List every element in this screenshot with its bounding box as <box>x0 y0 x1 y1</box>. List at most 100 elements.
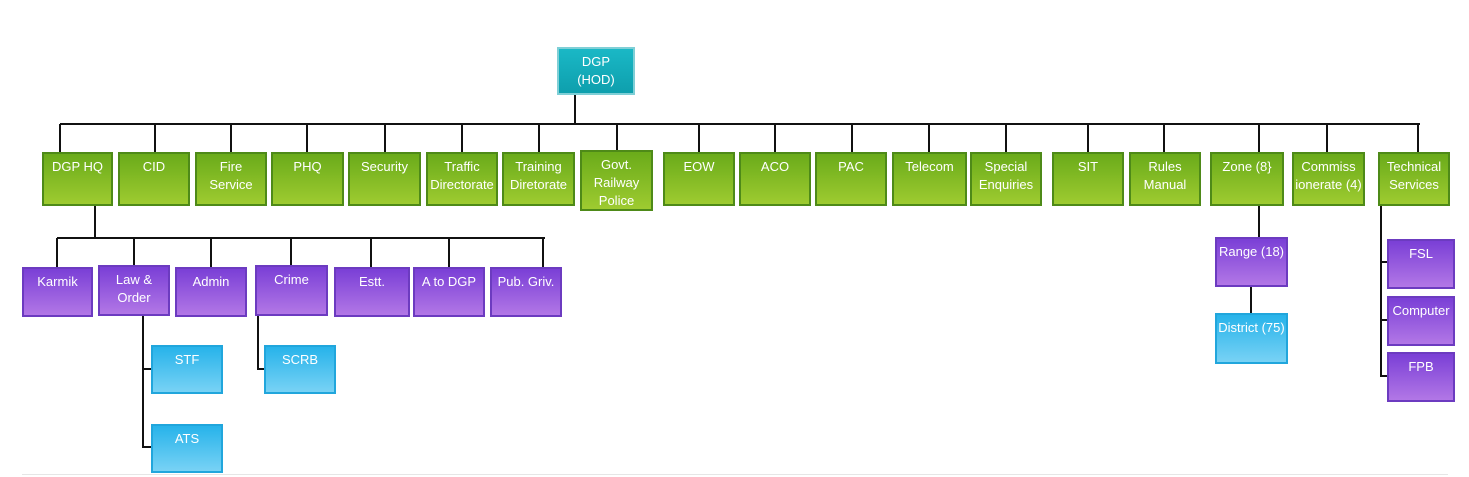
connector-line <box>1380 206 1382 377</box>
node-estt[interactable]: Estt. <box>334 267 410 317</box>
node-a-to-dgp[interactable]: A to DGP <box>413 267 485 317</box>
connector-line <box>230 124 232 153</box>
node-label: (HOD) <box>577 72 615 87</box>
connector-line <box>1381 319 1389 321</box>
node-label: PAC <box>838 159 864 174</box>
connector-line <box>60 123 1420 125</box>
connector-line <box>370 238 372 268</box>
node-label: Crime <box>274 272 309 287</box>
node-label: A to DGP <box>421 274 477 289</box>
node-label: SCRB <box>281 352 319 367</box>
node-law-order[interactable]: Law & Order <box>98 265 170 316</box>
node-commiss-ionerate-4[interactable]: Commiss ionerate (4) <box>1292 152 1365 206</box>
node-label: Govt. <box>600 157 633 172</box>
node-scrb[interactable]: SCRB <box>264 345 336 394</box>
node-label: Security <box>361 159 408 174</box>
node-label: ATS <box>174 431 200 446</box>
connector-line <box>210 238 212 268</box>
connector-line <box>1163 124 1165 153</box>
node-zone-8[interactable]: Zone (8} <box>1210 152 1284 206</box>
connector-line <box>143 368 153 370</box>
node-label: Pub. Griv. <box>497 274 555 289</box>
node-label: DGP <box>581 54 611 69</box>
node-label: PHQ <box>293 159 322 174</box>
node-label: Order <box>117 290 151 305</box>
node-admin[interactable]: Admin <box>175 267 247 317</box>
connector-line <box>1417 124 1419 153</box>
node-eow[interactable]: EOW <box>663 152 735 206</box>
node-fpb[interactable]: FPB <box>1387 352 1455 402</box>
node-label: ACO <box>760 159 790 174</box>
node-label: Manual <box>1143 177 1187 192</box>
node-district-75[interactable]: District (75) <box>1215 313 1288 364</box>
node-label: FPB <box>1408 359 1434 374</box>
connector-line <box>257 316 259 370</box>
connector-line <box>258 368 266 370</box>
node-label: Rules <box>1148 159 1182 174</box>
connector-line <box>1250 287 1252 314</box>
footer-divider <box>22 474 1448 475</box>
connector-line <box>1258 206 1260 238</box>
connector-line <box>1381 375 1389 377</box>
node-sit[interactable]: SIT <box>1052 152 1124 206</box>
node-ats[interactable]: ATS <box>151 424 223 473</box>
connector-line <box>851 124 853 153</box>
connector-line <box>154 124 156 153</box>
connector-line <box>698 124 700 153</box>
node-aco[interactable]: ACO <box>739 152 811 206</box>
node-pac[interactable]: PAC <box>815 152 887 206</box>
node-label: Service <box>209 177 253 192</box>
node-label: Admin <box>192 274 230 289</box>
node-label: DGP HQ <box>51 159 104 174</box>
node-label: Technical <box>1386 159 1442 174</box>
node-label: FSL <box>1409 246 1433 261</box>
connector-line <box>928 124 930 153</box>
node-label: Fire <box>219 159 243 174</box>
node-security[interactable]: Security <box>348 152 421 206</box>
node-telecom[interactable]: Telecom <box>892 152 967 206</box>
connector-line <box>1087 124 1089 153</box>
node-label: Directorate <box>430 177 494 192</box>
connector-line <box>290 238 292 266</box>
connector-line <box>56 238 58 268</box>
connector-line <box>1326 124 1328 153</box>
node-computer[interactable]: Computer <box>1387 296 1455 346</box>
connector-line <box>133 238 135 266</box>
node-dgp-hq[interactable]: DGP HQ <box>42 152 113 206</box>
node-label: Traffic <box>444 159 480 174</box>
connector-line <box>306 124 308 153</box>
node-crime[interactable]: Crime <box>255 265 328 316</box>
node-dgp-hod[interactable]: DGP (HOD) <box>557 47 635 95</box>
node-label: Law & <box>115 272 153 287</box>
connector-line <box>448 238 450 268</box>
node-label: Enquiries <box>978 177 1034 192</box>
node-pub-griv[interactable]: Pub. Griv. <box>490 267 562 317</box>
connector-line <box>461 124 463 153</box>
node-range-18[interactable]: Range (18) <box>1215 237 1288 287</box>
connector-line <box>384 124 386 153</box>
connector-line <box>542 238 544 268</box>
node-karmik[interactable]: Karmik <box>22 267 93 317</box>
connector-line <box>1381 261 1389 263</box>
node-fsl[interactable]: FSL <box>1387 239 1455 289</box>
node-label: Services <box>1389 177 1439 192</box>
node-label: Telecom <box>905 159 954 174</box>
connector-line <box>1258 124 1260 153</box>
node-phq[interactable]: PHQ <box>271 152 344 206</box>
node-label: Commiss <box>1301 159 1356 174</box>
connector-line <box>94 206 96 239</box>
node-stf[interactable]: STF <box>151 345 223 394</box>
node-label: Estt. <box>358 274 385 289</box>
connector-line <box>574 95 576 125</box>
node-label: CID <box>142 159 166 174</box>
node-cid[interactable]: CID <box>118 152 190 206</box>
node-label: ionerate (4) <box>1295 177 1362 192</box>
